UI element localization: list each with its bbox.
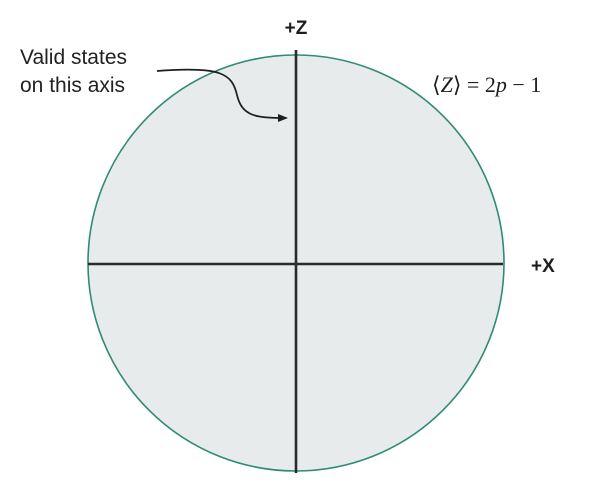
formula-var-z: Z [441,72,454,97]
formula-right-angle-equals: ⟩ = 2 [453,72,496,97]
annotation-line-2: on this axis [20,74,125,97]
z-axis-label: +Z [285,18,308,39]
annotation-arrow [156,68,288,122]
expectation-formula: ⟨Z⟩ = 2p − 1 [432,72,541,97]
annotation-line-1: Valid states [20,46,127,69]
formula-var-p: p [494,72,507,97]
formula-minus-one: − 1 [507,72,541,97]
x-axis-label: +X [531,256,555,277]
formula-left-angle: ⟨ [432,72,441,97]
